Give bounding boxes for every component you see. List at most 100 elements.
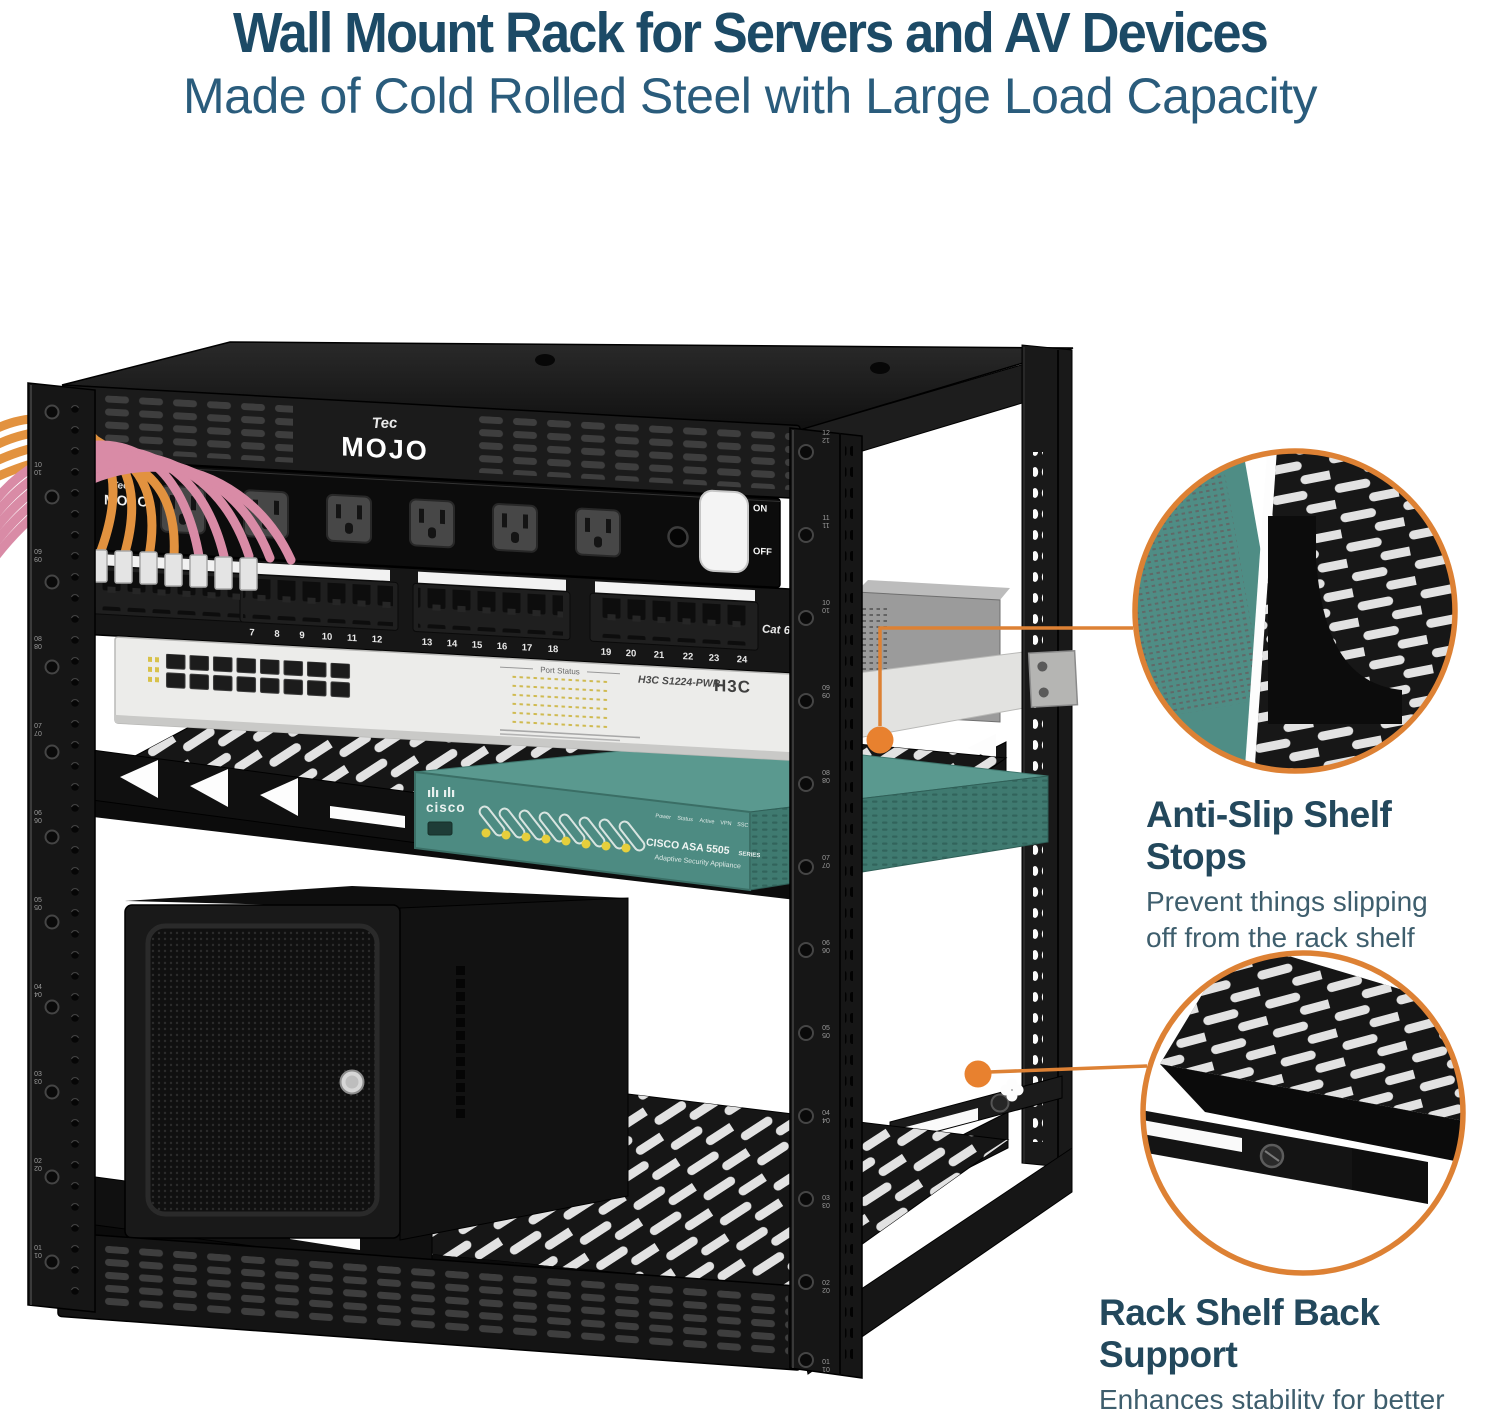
switch-ports (163, 653, 351, 701)
rear-right-post (1021, 344, 1073, 1169)
svg-text:07: 07 (34, 729, 42, 736)
back-support-leader-line (988, 1064, 1148, 1074)
svg-text:03: 03 (822, 1201, 830, 1208)
svg-text:01: 01 (822, 1365, 830, 1372)
switch-brand-logo: H3C (714, 676, 751, 697)
svg-text:22: 22 (683, 651, 694, 663)
svg-text:06: 06 (822, 940, 830, 947)
svg-text:8: 8 (274, 629, 279, 640)
svg-text:02: 02 (822, 1286, 830, 1293)
pdu-reset-button (667, 526, 689, 548)
svg-text:04: 04 (34, 984, 42, 991)
svg-text:SERIES: SERIES (738, 851, 761, 859)
svg-text:19: 19 (601, 647, 612, 659)
pc-side-panel (399, 897, 629, 1241)
anti-slip-leader-dot (866, 726, 894, 754)
svg-text:03: 03 (34, 1077, 42, 1084)
patch-ports-group3 (418, 587, 563, 636)
page-title: Wall Mount Rack for Servers and AV Devic… (232, 1, 1269, 65)
svg-text:10: 10 (34, 462, 42, 469)
svg-text:15: 15 (472, 640, 483, 652)
svg-text:13: 13 (422, 637, 433, 649)
firewall-led-loops (478, 805, 646, 853)
pc-mesh-door (145, 923, 380, 1217)
zoom-shelf-corner (1160, 953, 1463, 1164)
patch-ports-group2 (243, 577, 393, 627)
anti-slip-desc-line1: Prevent things slipping (1146, 886, 1428, 917)
right-post-screws (798, 444, 814, 1368)
svg-text:01: 01 (34, 1245, 42, 1252)
svg-text:12: 12 (822, 430, 830, 437)
anti-slip-heading: Anti-Slip Shelf Stops (1146, 794, 1392, 877)
svg-text:16: 16 (497, 641, 508, 653)
anti-slip-zoom-ring (1132, 448, 1458, 774)
svg-text:7: 7 (249, 627, 254, 638)
left-post-screws (44, 404, 60, 1270)
svg-text:01: 01 (822, 1359, 830, 1366)
firewall-status-labels: Power Status Active VPN SSC (655, 813, 749, 829)
patch-ports-group4 (597, 597, 752, 646)
svg-text:14: 14 (447, 638, 458, 650)
zoom-support-bar (1143, 1108, 1428, 1204)
pdu-switch-cover (699, 489, 749, 574)
svg-text:02: 02 (34, 1164, 42, 1171)
pdu-off-label: OFF (753, 546, 772, 558)
zoom-shelf-stop (1268, 516, 1402, 724)
svg-text:07: 07 (34, 723, 42, 730)
back-support-desc-line1: Enhances stability for better (1099, 1384, 1445, 1409)
switch-mounting-ear (1027, 649, 1079, 708)
svg-text:05: 05 (822, 1031, 830, 1038)
pdu-brand-script: Tec (111, 480, 129, 491)
svg-text:05: 05 (34, 903, 42, 910)
svg-text:17: 17 (522, 642, 533, 654)
svg-text:04: 04 (34, 990, 42, 997)
svg-text:06: 06 (822, 946, 830, 953)
svg-text:09: 09 (34, 555, 42, 562)
cisco-logo-icon (428, 787, 455, 797)
svg-text:03: 03 (34, 1071, 42, 1078)
svg-text:9: 9 (299, 630, 304, 641)
svg-text:12: 12 (372, 634, 383, 646)
svg-text:Active: Active (699, 818, 715, 826)
svg-text:09: 09 (822, 685, 830, 692)
switch-led-grid (512, 674, 608, 731)
svg-text:06: 06 (34, 810, 42, 817)
brand-logo-top-script: Tec (371, 415, 398, 432)
svg-text:SSC: SSC (737, 822, 749, 829)
svg-text:05: 05 (34, 897, 42, 904)
svg-text:23: 23 (709, 653, 720, 665)
svg-text:10: 10 (322, 631, 333, 643)
svg-text:04: 04 (822, 1116, 830, 1123)
front-face-stack: Tec MOJO Tec MOJO ON (61, 384, 803, 762)
usb-port (427, 821, 453, 836)
keyhole-cutout (1000, 1078, 1024, 1102)
switch-model: H3C S1224-PWR (638, 674, 721, 691)
pc-case (124, 886, 629, 1241)
svg-text:Status: Status (677, 816, 693, 824)
svg-text:Power: Power (655, 813, 671, 821)
firewall-front (414, 770, 751, 892)
svg-text:21: 21 (654, 650, 665, 662)
svg-text:08: 08 (822, 770, 830, 777)
network-switch: Port Status H3C S1224-PWR H3C (114, 636, 803, 762)
switch-status-label: Port Status (540, 665, 580, 676)
svg-text:11: 11 (347, 633, 358, 645)
anti-slip-zoom-circle (1132, 448, 1458, 774)
back-support-leader-dot (964, 1060, 992, 1088)
anti-slip-callout: Anti-Slip Shelf Stops Prevent things sli… (1146, 794, 1500, 956)
svg-text:10: 10 (822, 606, 830, 613)
svg-text:24: 24 (737, 654, 748, 666)
cable-connectors (89, 549, 258, 591)
svg-text:08: 08 (34, 642, 42, 649)
back-support-zoom-circle (1140, 950, 1466, 1276)
callout-leaders (866, 626, 1148, 1088)
svg-text:10: 10 (822, 600, 830, 607)
pdu-on-label: ON (753, 503, 767, 515)
svg-text:07: 07 (822, 855, 830, 862)
page-subtitle: Made of Cold Rolled Steel with Large Loa… (182, 68, 1318, 124)
svg-text:09: 09 (34, 549, 42, 556)
